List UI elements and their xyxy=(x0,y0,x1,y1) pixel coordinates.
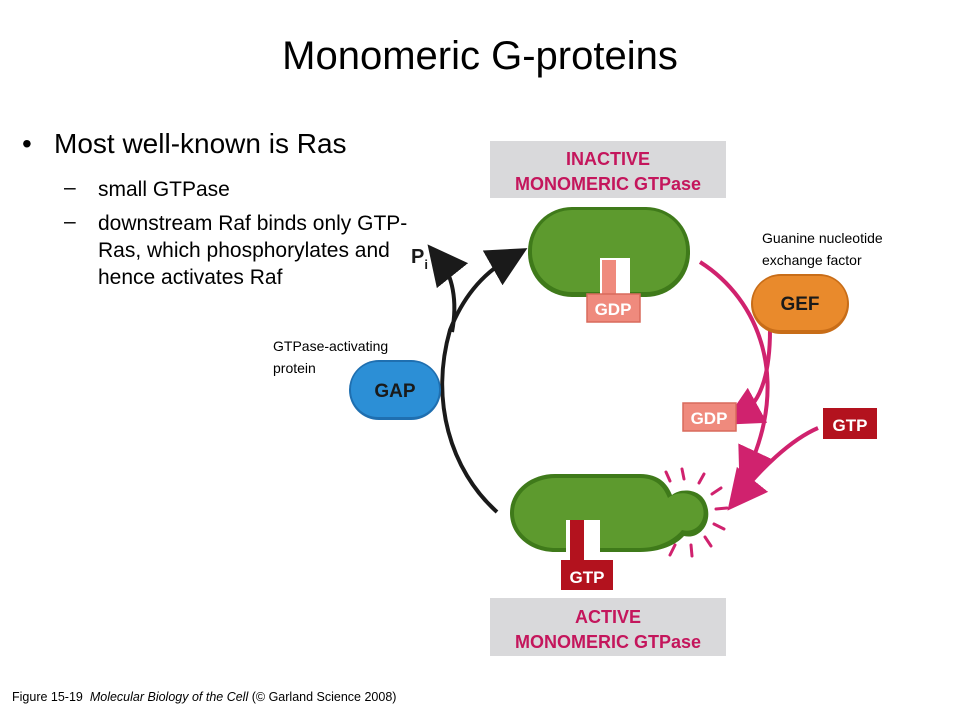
sub-bullet-dash: – xyxy=(64,176,76,199)
page-title: Monomeric G-proteins xyxy=(282,34,678,78)
gtp-incoming-label: GTP xyxy=(833,416,868,435)
caption-book: Molecular Biology of the Cell xyxy=(89,690,249,704)
bullet-marker: • xyxy=(22,128,32,159)
gef-description-line1: Guanine nucleotide xyxy=(762,230,883,246)
sub-bullet-text: small GTPase xyxy=(98,178,230,201)
pi-main: P xyxy=(411,246,424,268)
gap-description-line1: GTPase-activating xyxy=(273,338,388,354)
inactive-label-line2: MONOMERIC GTPase xyxy=(515,174,701,194)
gap-protein: GAP xyxy=(349,360,441,420)
gdp-bound-badge: GDP xyxy=(586,293,641,323)
gef-label: GEF xyxy=(780,294,819,315)
bullet-main-text: Most well-known is Ras xyxy=(54,128,347,159)
gef-protein: GEF xyxy=(751,274,849,334)
figure-caption: Figure 15-19 Molecular Biology of the Ce… xyxy=(12,690,396,704)
inactive-label-line1: INACTIVE xyxy=(566,149,650,169)
gap-description-line2: protein xyxy=(273,360,316,376)
gtp-bound-label: GTP xyxy=(570,568,605,587)
caption-prefix: Figure 15-19 xyxy=(12,690,83,704)
sub-bullet-text: downstream Raf binds only GTP-Ras, which… xyxy=(98,212,408,289)
inactive-label-box: INACTIVE MONOMERIC GTPase xyxy=(490,141,726,198)
gdp-bound-label: GDP xyxy=(595,300,632,319)
gtp-hydrolysis-arrow xyxy=(440,248,528,514)
gtp-bound-badge: GTP xyxy=(561,560,613,590)
gdp-released-badge: GDP xyxy=(682,402,737,432)
active-label-box: ACTIVE MONOMERIC GTPase xyxy=(490,598,726,656)
active-label-line2: MONOMERIC GTPase xyxy=(515,632,701,652)
pi-release-arrow xyxy=(427,244,469,333)
gtp-entry-arrow xyxy=(727,426,819,511)
active-label-line1: ACTIVE xyxy=(575,607,641,627)
pi-label: Pi xyxy=(411,246,428,272)
active-gtpase-protein xyxy=(510,474,709,564)
gdp-release-arrow xyxy=(722,329,772,425)
activation-rays xyxy=(664,467,729,558)
sub-bullet-dash: – xyxy=(64,210,76,233)
gef-description-line2: exchange factor xyxy=(762,252,862,268)
pi-subscript: i xyxy=(424,257,428,272)
caption-suffix: (© Garland Science 2008) xyxy=(251,690,397,704)
gdp-released-label: GDP xyxy=(691,409,728,428)
gef-exchange-arrow xyxy=(698,260,775,489)
gtp-incoming-badge: GTP xyxy=(823,408,877,439)
inactive-gtpase-protein xyxy=(528,207,690,300)
gap-label: GAP xyxy=(374,381,416,402)
